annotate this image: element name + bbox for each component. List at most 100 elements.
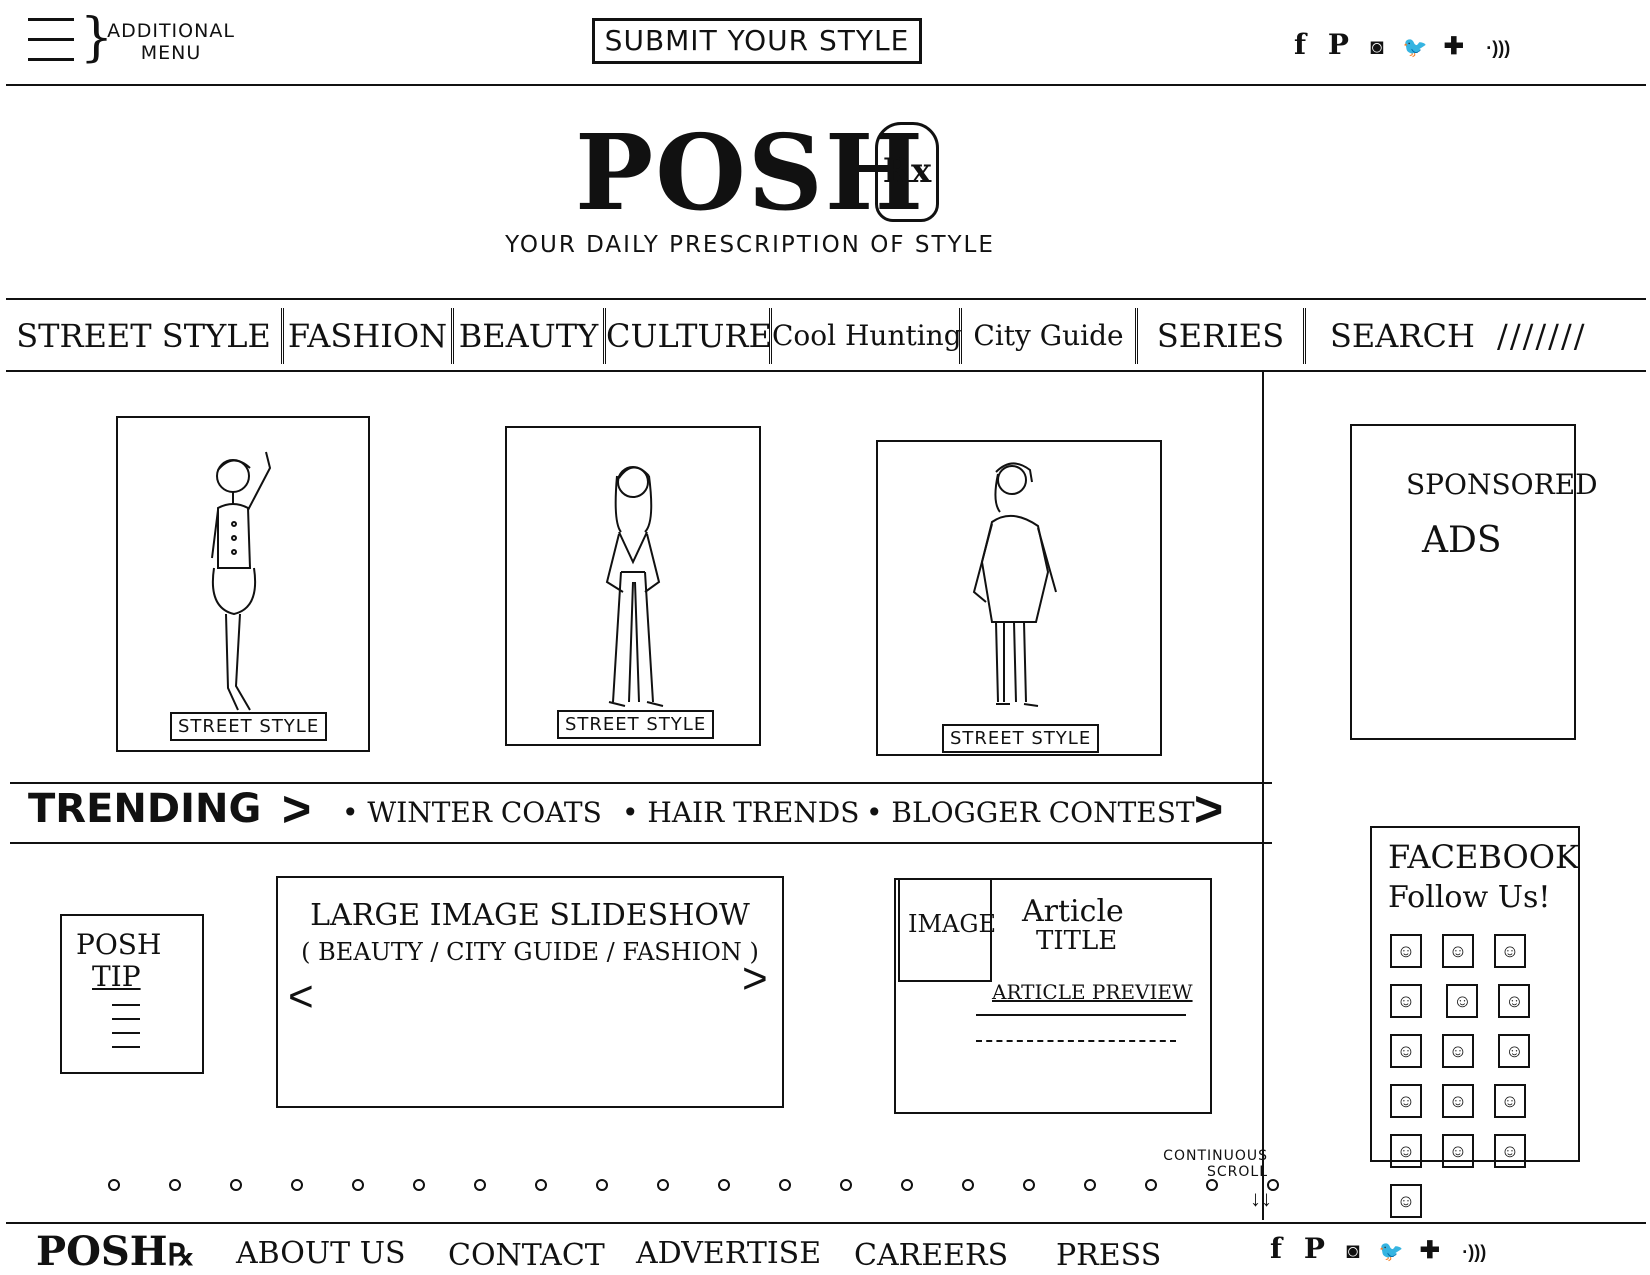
footer-link-press[interactable]: PRESS: [1056, 1238, 1162, 1273]
site-logo[interactable]: POSH Rx: [575, 118, 975, 238]
posh-tip-title: POSH: [76, 928, 162, 961]
footer-logo[interactable]: POSH℞: [36, 1228, 195, 1275]
nav-culture[interactable]: CULTURE: [606, 308, 772, 364]
instagram-icon[interactable]: ◙: [1370, 34, 1384, 59]
nav-top-line: [6, 298, 1646, 300]
posh-tip-lines: [112, 1004, 140, 1048]
facebook-faces-grid: ☺ ☺ ☺ ☺ ☺ ☺ ☺ ☺ ☺ ☺ ☺ ☺ ☺ ☺ ☺ ☺: [1380, 926, 1580, 1226]
nav-street-style[interactable]: STREET STYLE: [6, 308, 284, 364]
instagram-icon[interactable]: ◙: [1346, 1238, 1360, 1263]
facebook-icon[interactable]: f: [1269, 1232, 1283, 1265]
featured-card-1[interactable]: STREET STYLE: [116, 416, 370, 752]
friend-avatar[interactable]: ☺: [1494, 1134, 1526, 1168]
search-field[interactable]: SEARCH ///////: [1330, 308, 1630, 364]
friend-avatar[interactable]: ☺: [1390, 1084, 1422, 1118]
footer-divider: [6, 1222, 1646, 1224]
article-image[interactable]: IMAGE: [898, 878, 996, 982]
featured-card-3[interactable]: STREET STYLE: [876, 440, 1162, 756]
facebook-icon[interactable]: f: [1293, 28, 1307, 61]
featured-tag-2: STREET STYLE: [557, 710, 715, 739]
sponsored-ads-box[interactable]: SPONSORED ADS: [1350, 424, 1598, 740]
featured-tag-1: STREET STYLE: [170, 712, 328, 741]
friend-avatar[interactable]: ☺: [1390, 1034, 1422, 1068]
posh-tip-subtitle: TIP: [92, 960, 141, 993]
search-hatch: ///////: [1497, 317, 1587, 355]
article-preview-lines: [976, 1040, 1176, 1042]
trending-item-blogger-contest[interactable]: • BLOGGER CONTEST: [866, 796, 1195, 829]
footer-link-advertise[interactable]: ADVERTISE: [636, 1236, 822, 1271]
article-title-line2: TITLE: [1036, 926, 1118, 956]
friend-avatar[interactable]: ☺: [1494, 1084, 1526, 1118]
logo-text: POSH: [575, 111, 926, 234]
header-divider: [6, 84, 1646, 86]
facebook-widget[interactable]: FACEBOOK Follow Us! ☺☺☺☺ ☺☺☺☺ ☺☺☺☺ ☺☺☺☺: [1370, 826, 1580, 1218]
nav-bottom-line: [6, 370, 1646, 372]
nav-series[interactable]: SERIES: [1138, 308, 1306, 364]
trending-item-winter-coats[interactable]: • WINTER COATS: [342, 796, 602, 829]
slideshow-prev-icon[interactable]: <: [288, 972, 314, 1021]
featured-tag-3: STREET STYLE: [942, 724, 1100, 753]
twitter-icon[interactable]: 🐦: [1378, 1241, 1404, 1263]
trending-arrow-left-icon[interactable]: >: [282, 781, 312, 837]
footer-link-about[interactable]: ABOUT US: [236, 1236, 406, 1271]
trending-arrow-right-icon[interactable]: >: [1194, 781, 1224, 837]
nav-cool-hunting[interactable]: Cool Hunting: [772, 308, 962, 364]
facebook-title: FACEBOOK: [1388, 838, 1579, 876]
ads-label: ADS: [1422, 520, 1502, 561]
friend-avatar[interactable]: ☺: [1442, 1134, 1474, 1168]
search-label: SEARCH: [1330, 317, 1475, 355]
sponsored-label: SPONSORED: [1406, 468, 1598, 501]
article-title-line1: Article: [1022, 894, 1124, 929]
large-image-slideshow[interactable]: LARGE IMAGE SLIDESHOW ( BEAUTY / CITY GU…: [276, 876, 784, 1108]
friend-avatar[interactable]: ☺: [1390, 1134, 1422, 1168]
trending-label: TRENDING: [28, 786, 262, 832]
footer-link-contact[interactable]: CONTACT: [448, 1238, 605, 1273]
submit-style-button[interactable]: SUBMIT YOUR STYlE: [592, 18, 922, 64]
trending-bottom-line: [10, 842, 1272, 844]
additional-menu-label: ADDITIONAl MENU: [107, 20, 235, 64]
slideshow-subtitle: ( BEAUTY / CITY GUIDE / FASHION ): [301, 938, 759, 966]
featured-card-2[interactable]: STREET STYLE: [505, 426, 761, 746]
article-preview-lines: [976, 1014, 1186, 1016]
nav-city-guide[interactable]: City Guide: [962, 308, 1138, 364]
friend-avatar[interactable]: ☺: [1498, 1034, 1531, 1068]
footer-social-icons: f P ◙ 🐦 ✚ ·))): [1256, 1232, 1556, 1272]
fashion-figure-3: [972, 462, 1057, 707]
sidebar-divider: [1262, 370, 1264, 1220]
trending-item-hair-trends[interactable]: • HAIR TRENDS: [622, 796, 860, 829]
nav-beauty[interactable]: BEAUTY: [454, 308, 606, 364]
submit-style-label: SUBMIT YOUR STYlE: [604, 24, 910, 57]
friend-avatar[interactable]: ☺: [1446, 984, 1479, 1018]
friend-avatar[interactable]: ☺: [1498, 984, 1531, 1018]
friend-avatar[interactable]: ☺: [1442, 1084, 1474, 1118]
friend-avatar[interactable]: ☺: [1390, 1184, 1422, 1218]
friend-avatar[interactable]: ☺: [1390, 934, 1422, 968]
slideshow-next-icon[interactable]: >: [742, 954, 768, 1003]
scroll-down-arrow-icon: ↓↓: [1250, 1186, 1272, 1211]
footer-rx-icon: ℞: [167, 1238, 195, 1273]
googleplus-icon[interactable]: ✚: [1419, 1237, 1440, 1264]
fashion-figure-2: [605, 466, 664, 707]
article-card[interactable]: IMAGE Article TITLE ARTICLE PREVIEW: [894, 878, 1212, 1114]
friend-avatar[interactable]: ☺: [1494, 934, 1526, 968]
twitter-icon[interactable]: 🐦: [1402, 37, 1428, 59]
friend-avatar[interactable]: ☺: [1442, 934, 1474, 968]
rss-icon[interactable]: ·))): [1486, 38, 1511, 58]
pinterest-icon[interactable]: P: [1303, 1232, 1325, 1265]
article-preview: ARTICLE PREVIEW: [992, 980, 1193, 1004]
rss-icon[interactable]: ·))): [1462, 1242, 1487, 1262]
rx-bottle-icon: Rx: [875, 122, 939, 222]
pinterest-icon[interactable]: P: [1327, 28, 1349, 61]
header-social-icons: f P ◙ 🐦 ✚ ·))): [1280, 28, 1520, 68]
trending-top-line: [10, 782, 1272, 784]
friend-avatar[interactable]: ☺: [1442, 1034, 1474, 1068]
brace-icon: }: [80, 8, 114, 68]
footer-link-careers[interactable]: CAREERS: [854, 1238, 1009, 1273]
nav-fashion[interactable]: FASHION: [284, 308, 454, 364]
slideshow-title: LARGE IMAGE SLIDESHOW: [310, 898, 750, 933]
additional-menu[interactable]: } ADDITIONAl MENU: [28, 8, 258, 72]
posh-tip-box[interactable]: POSH TIP: [60, 914, 204, 1074]
googleplus-icon[interactable]: ✚: [1443, 33, 1464, 60]
friend-avatar[interactable]: ☺: [1390, 984, 1422, 1018]
hamburger-icon: [28, 18, 74, 62]
